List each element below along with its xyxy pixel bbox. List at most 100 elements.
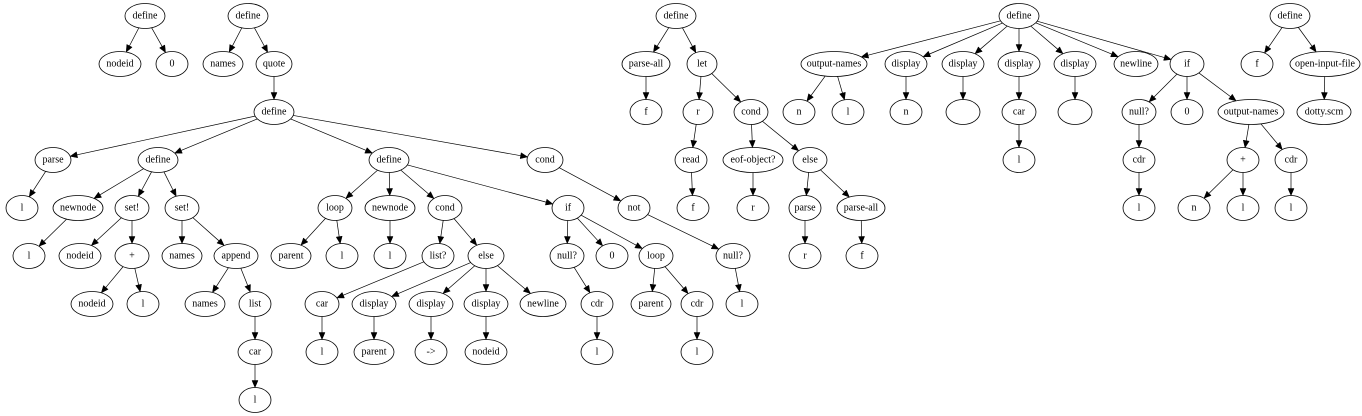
node-ellipse — [1001, 99, 1037, 125]
node-ellipse — [317, 195, 353, 221]
tree-node: append — [213, 243, 259, 269]
arrowhead-icon — [370, 332, 378, 341]
arrowhead-icon — [300, 237, 309, 246]
node-label: define — [1278, 11, 1304, 22]
edge-d9-d12 — [803, 172, 811, 197]
arrowhead-icon — [1321, 92, 1328, 101]
edge-b6-b11 — [137, 171, 152, 197]
arrowhead-icon — [270, 92, 278, 101]
node-ellipse — [5, 195, 39, 221]
arrowhead-icon — [634, 242, 643, 249]
edge-d6-d8 — [748, 124, 756, 149]
arrowhead-icon — [482, 332, 490, 341]
node-label: cond — [435, 203, 454, 214]
edge-line — [96, 217, 122, 242]
node-ellipse — [364, 195, 416, 221]
arrowhead-icon — [1203, 190, 1212, 199]
arrowhead-icon — [922, 50, 932, 58]
node-ellipse — [325, 243, 359, 269]
node-ellipse — [549, 243, 585, 269]
edge-c13-c17 — [427, 316, 435, 341]
node-ellipse — [629, 99, 663, 125]
tree-node: names — [161, 243, 203, 269]
node-label: f — [860, 251, 864, 262]
node-ellipse — [1122, 195, 1156, 221]
node-label: append — [222, 251, 251, 262]
arrowhead-icon — [690, 139, 698, 149]
node-ellipse — [676, 195, 710, 221]
edge-e1-e5 — [1015, 28, 1023, 53]
node-ellipse — [427, 195, 463, 221]
edge-line — [820, 169, 845, 193]
edge-b11-b15 — [128, 220, 136, 245]
edge-line — [980, 25, 1008, 50]
node-label: l — [696, 347, 699, 358]
arrowhead-icon — [28, 188, 36, 198]
arrowhead-icon — [858, 236, 865, 245]
node-label: open-input-file — [1295, 59, 1356, 70]
tree-node: nodeid — [70, 291, 114, 317]
edge-b21-b22 — [251, 316, 259, 341]
arrowhead-icon — [386, 236, 394, 245]
edge-line — [232, 27, 243, 47]
edge-d9-d13 — [820, 169, 850, 198]
node-label: list — [249, 299, 261, 310]
node-label: parse-all — [844, 203, 879, 214]
arrowhead-icon — [251, 332, 259, 341]
edge-c12-c16 — [370, 316, 378, 341]
node-label: n — [904, 107, 909, 118]
edge-line — [1245, 124, 1250, 141]
arrowhead-icon — [427, 332, 435, 341]
edge-e8-e17 — [1183, 76, 1191, 101]
tree-node: define — [124, 3, 166, 29]
tree-node: names — [202, 51, 244, 77]
node-label: l — [142, 299, 145, 310]
arrowhead-icon — [174, 147, 183, 154]
node-label: -> — [427, 347, 436, 358]
arrowhead-icon — [841, 189, 850, 198]
tree-node: parse-all — [836, 195, 886, 221]
tree-node: display — [884, 51, 928, 77]
arrowhead-icon — [93, 191, 102, 199]
arrowhead-icon — [688, 188, 696, 197]
arrowhead-icon — [1148, 94, 1157, 103]
edge-line — [734, 268, 739, 285]
node-ellipse — [12, 243, 46, 269]
edge-line — [652, 268, 656, 285]
node-ellipse — [1122, 147, 1156, 173]
node-ellipse — [722, 147, 784, 173]
tree-node: cond — [526, 147, 564, 173]
edge-line — [1198, 72, 1231, 97]
tree-node: display — [997, 51, 1041, 77]
node-ellipse — [238, 291, 272, 317]
node-ellipse — [998, 3, 1040, 29]
tree-node: cdr — [680, 291, 714, 317]
edge-e5-e13 — [1015, 76, 1023, 101]
node-ellipse — [114, 243, 150, 269]
node-label: f — [644, 107, 648, 118]
node-ellipse — [682, 99, 714, 125]
edge-line — [577, 217, 599, 241]
arrowhead-icon — [1135, 140, 1143, 149]
tree-node: define — [253, 99, 295, 125]
node-label: null? — [723, 251, 744, 262]
edge-line — [440, 220, 444, 237]
node-label: display — [360, 299, 389, 310]
node-ellipse — [1226, 147, 1260, 173]
edge-c22-c23 — [593, 316, 601, 341]
node-ellipse — [889, 99, 923, 125]
arrowhead-icon — [959, 92, 967, 101]
tree-node: l — [725, 291, 759, 317]
node-ellipse — [580, 291, 614, 317]
node-ellipse — [782, 99, 816, 125]
edge-b4-b7 — [290, 118, 373, 154]
arrowhead-icon — [364, 147, 373, 154]
edge-e8-e18 — [1198, 72, 1237, 102]
node-label: else — [802, 155, 818, 166]
node-label: cond — [741, 107, 760, 118]
node-label: parent — [362, 347, 387, 358]
edge-b12-b16 — [178, 220, 186, 245]
tree-node: l — [1002, 147, 1036, 173]
node-label: parse — [794, 203, 816, 214]
edge-c4-c19 — [564, 220, 571, 245]
